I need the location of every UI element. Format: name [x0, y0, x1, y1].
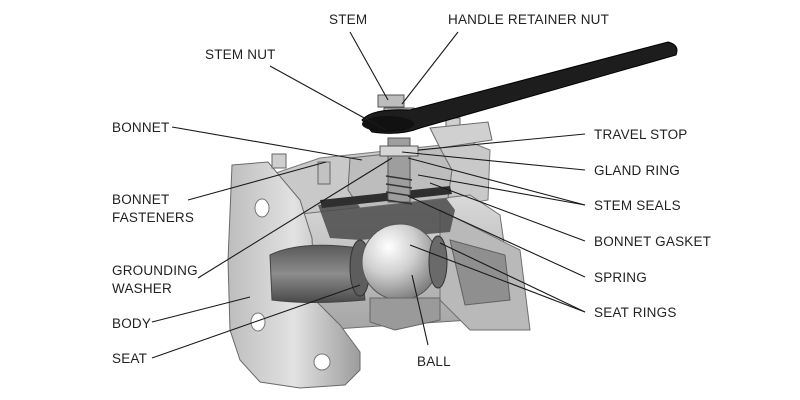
label-ball: BALL	[417, 354, 451, 369]
handle-retainer-nut	[377, 94, 405, 108]
spring-coils	[385, 175, 413, 205]
leader-ball	[411, 274, 429, 346]
label-grounding-washer-line1: GROUNDING	[112, 263, 198, 278]
bonnet-gasket	[320, 186, 452, 208]
leader-body	[151, 296, 251, 323]
leader-stem	[349, 31, 389, 101]
label-stem-nut: STEM NUT	[205, 47, 276, 62]
label-seat: SEAT	[112, 351, 147, 366]
flange-hole	[250, 312, 266, 332]
leader-stem-seals-b	[417, 174, 586, 206]
flange-hole	[313, 353, 331, 371]
labels: STEM HANDLE RETAINER NUT STEM NUT BONNET…	[112, 12, 711, 369]
label-seat-rings: SEAT RINGS	[594, 305, 677, 320]
bonnet-fastener-bolt	[271, 153, 287, 169]
valve-handle	[361, 41, 678, 134]
right-outlet	[449, 239, 511, 306]
leader-stem-seals-a	[407, 157, 586, 206]
valve-ball	[361, 223, 439, 301]
bonnet-fastener-bolt	[317, 161, 331, 185]
flange-hole	[254, 198, 270, 218]
leader-spring	[407, 195, 586, 278]
label-gland-ring: GLAND RING	[594, 163, 680, 178]
leader-seat	[151, 284, 361, 359]
label-handle-retainer-nut: HANDLE RETAINER NUT	[448, 12, 609, 27]
leader-gland-ring	[401, 151, 586, 171]
label-stem: STEM	[329, 12, 367, 27]
travel-stop-plate	[429, 121, 493, 149]
leader-bonnet-gasket	[429, 182, 586, 242]
leader-seat-rings-b	[409, 244, 586, 313]
leader-grounding-washer	[197, 157, 393, 279]
label-travel-stop: TRAVEL STOP	[594, 127, 687, 142]
leader-bonnet	[171, 126, 363, 161]
valve-bore	[269, 244, 366, 303]
seat-ring-right	[428, 235, 448, 289]
label-bonnet: BONNET	[112, 120, 169, 135]
leader-bonnet-fasteners	[187, 161, 327, 201]
label-bonnet-gasket: BONNET GASKET	[594, 234, 711, 249]
valve-body-bottom	[369, 297, 441, 331]
leader-travel-stop	[417, 133, 586, 151]
handle-boss	[362, 116, 414, 132]
valve-illustration	[227, 41, 678, 389]
leader-handle-retainer-nut	[401, 31, 459, 105]
label-bonnet-fasteners-line2: FASTENERS	[112, 210, 194, 225]
leader-lines	[151, 31, 586, 359]
leader-stem-nut	[269, 65, 387, 131]
leader-seat-rings-a	[439, 242, 586, 313]
gland-ring	[379, 145, 419, 157]
label-body: BODY	[112, 316, 151, 331]
label-stem-seals: STEM SEALS	[594, 198, 681, 213]
label-spring: SPRING	[594, 270, 647, 285]
label-grounding-washer-line2: WASHER	[112, 281, 172, 296]
label-bonnet-fasteners-line1: BONNET	[112, 192, 169, 207]
